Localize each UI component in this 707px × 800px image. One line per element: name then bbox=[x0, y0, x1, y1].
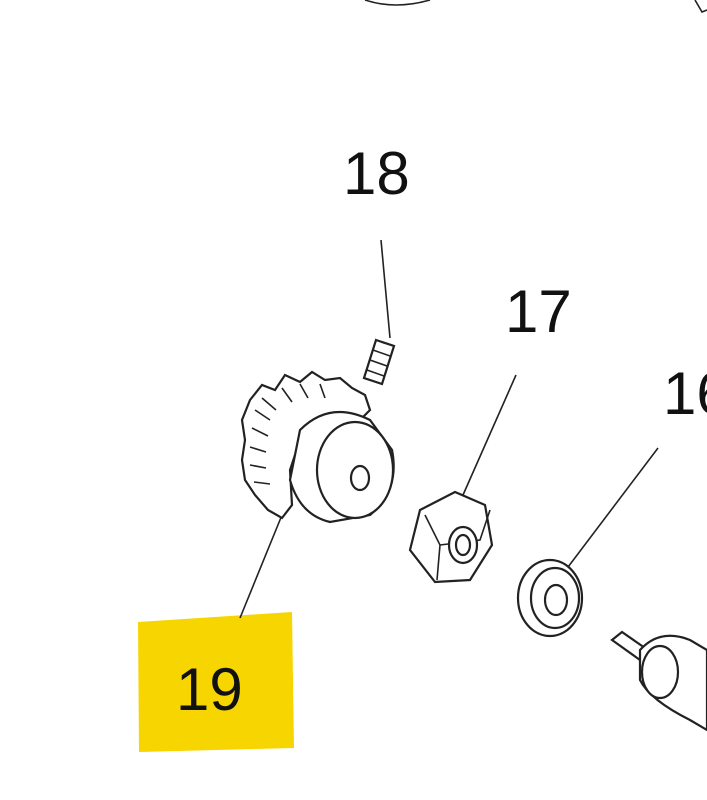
leader-line-19 bbox=[239, 514, 283, 619]
leader-line-18 bbox=[380, 239, 391, 339]
leader-line-17 bbox=[462, 374, 517, 496]
callout-label-19[interactable]: 19 bbox=[176, 656, 243, 723]
callout-label-16[interactable]: 16 bbox=[663, 360, 707, 427]
washer-part-16 bbox=[516, 558, 584, 638]
shaft-part-partial bbox=[610, 630, 707, 732]
callout-label-18[interactable]: 18 bbox=[343, 140, 410, 207]
highlight-19 bbox=[138, 612, 294, 752]
nut-part-17 bbox=[408, 490, 494, 584]
callout-label-17[interactable]: 17 bbox=[505, 278, 572, 345]
partial-part-top-right bbox=[694, 0, 707, 13]
gear-part-19 bbox=[240, 370, 395, 524]
leader-line-16 bbox=[561, 447, 659, 576]
partial-part-top bbox=[364, 0, 431, 6]
set-screw-part-18 bbox=[362, 338, 396, 386]
